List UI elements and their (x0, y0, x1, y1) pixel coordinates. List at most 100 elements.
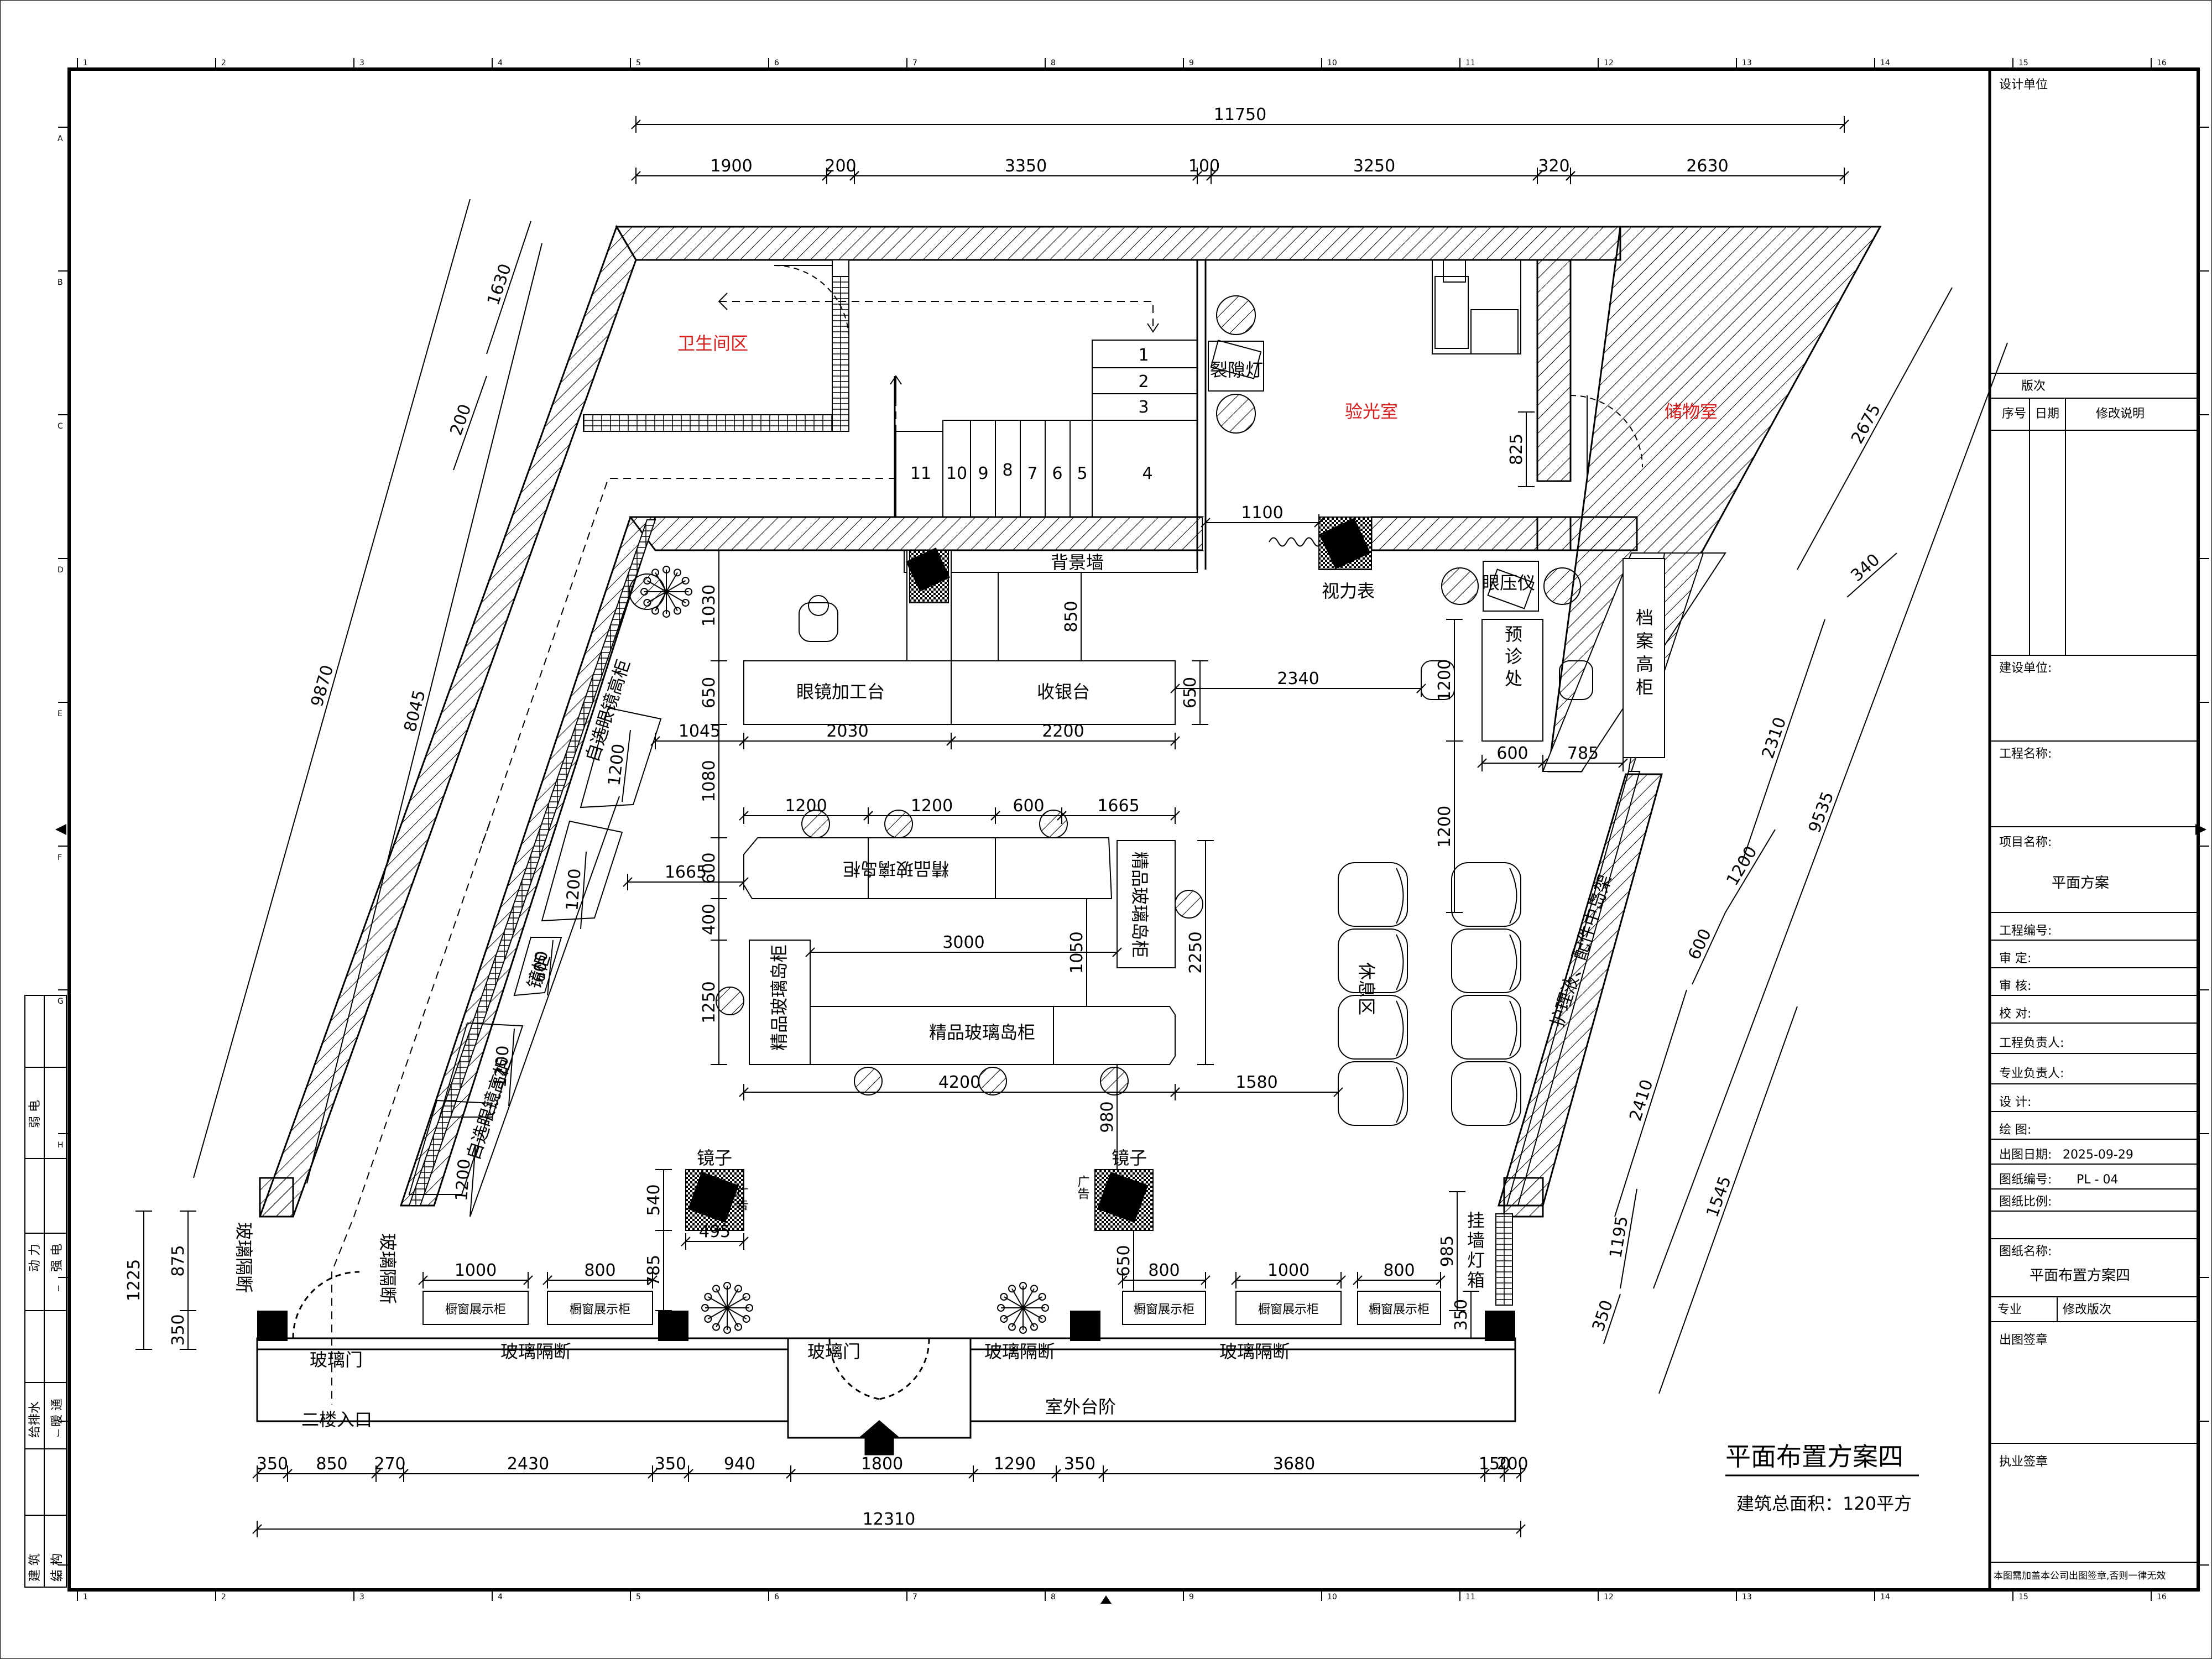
strip-row-4: 给排水 (28, 1401, 42, 1438)
tb-practice-stamp: 执业签章 (1999, 1455, 2048, 1469)
ruler-top-11: 11 (1465, 59, 1475, 67)
window-cabinet-2: 橱窗展示柜 (570, 1303, 630, 1317)
stair-step-1: 1 (1138, 346, 1149, 365)
dim-int-7: 1080 (700, 760, 719, 802)
tb-revised: 修改版次 (2063, 1303, 2111, 1317)
tb-rev-no: 序号 (2002, 407, 2026, 421)
tb-stamp: 出图签章 (1999, 1333, 2048, 1347)
ruler-bottom-9: 9 (1189, 1593, 1194, 1601)
dim-int-42: 1200 (604, 743, 629, 787)
ruler-top-2: 2 (221, 59, 226, 67)
dim-top-seg-1: 200 (825, 156, 856, 176)
dim-bottom-seg-10: 150 (1479, 1454, 1510, 1474)
tb-field-6: 专业负责人: (1999, 1067, 2064, 1081)
vision-chart (1269, 517, 1372, 570)
staircase (718, 293, 1198, 518)
dim-bottom-seg-6: 1800 (861, 1454, 903, 1474)
dim-int-40: 800 (1148, 1261, 1180, 1280)
dim-top-seg-5: 320 (1538, 156, 1569, 176)
optometry-equipment (1208, 259, 1521, 434)
dim-int-5: 2340 (1277, 669, 1319, 688)
ruler-bottom-15: 15 (2018, 1593, 2028, 1601)
stair-step-11: 11 (910, 464, 931, 483)
armchair-0-1 (1338, 928, 1408, 993)
glass-cabinet-label-c: 精品玻璃岛柜 (769, 945, 790, 1051)
armchair-0-3 (1338, 1061, 1408, 1126)
armchair-0-0 (1338, 862, 1408, 927)
inner-frame (67, 67, 2200, 1592)
restroom-door (774, 259, 849, 341)
glass-partition-h3: 玻璃隔断 (1219, 1341, 1290, 1362)
tb-drawing-no-value: PL - 04 (2077, 1173, 2118, 1187)
glass-door-left: 玻璃门 (310, 1349, 363, 1370)
ruler-bottom-16: 16 (2157, 1593, 2167, 1601)
dim-right-2: 9535 (1805, 789, 1838, 836)
left-sign-strip: 弱 电 暖 通 强 电 给排水 动 力 结 构 建 筑 会 签 (24, 995, 67, 1588)
strip-row-2: 暖 通 (50, 1399, 64, 1427)
display-tv-a (906, 547, 950, 592)
ruler-top-8: 8 (1051, 59, 1056, 67)
room-optometry: 验光室 (1345, 401, 1398, 422)
rest-area-chairs (1338, 862, 1521, 1126)
dim-int-31: 985 (1438, 1235, 1457, 1267)
dim-left-3: 1630 (484, 262, 515, 308)
dim-top-seg-6: 2630 (1686, 156, 1728, 176)
dim-right-1: 340 (1847, 550, 1884, 586)
care-island (1506, 771, 1641, 1206)
plant-1 (701, 1282, 753, 1334)
dim-int-29: 785 (644, 1255, 664, 1286)
tb-drawing-no-label: 图纸编号: (1999, 1173, 2052, 1187)
tb-client: 建设单位: (1999, 661, 2052, 675)
stair-numbers: 1 2 3 4 5 6 7 8 9 10 11 (910, 346, 1153, 483)
armchair-1-3 (1451, 1061, 1521, 1126)
dim-int-8: 2030 (826, 722, 868, 741)
plant-0 (640, 566, 692, 618)
dim-int-1: 1030 (700, 585, 719, 627)
stair-step-2: 2 (1138, 372, 1149, 392)
ruler-top-4: 4 (498, 59, 503, 67)
dim-int-41: 800 (1383, 1261, 1415, 1280)
window-cabinet-1: 橱窗展示柜 (445, 1303, 506, 1317)
pre-exam-label: 预诊处 (1502, 625, 1523, 691)
ruler-top-14: 14 (1880, 59, 1890, 67)
dim-int-30: 650 (1114, 1245, 1134, 1276)
columns (257, 1311, 1515, 1341)
strip-row-5: 动 力 (28, 1244, 42, 1272)
ruler-top-13: 13 (1742, 59, 1752, 67)
tb-field-7: 设 计: (1999, 1095, 2031, 1109)
dim-int-14: 1200 (785, 796, 827, 816)
ruler-bottom-5: 5 (636, 1593, 641, 1601)
light-box (1495, 1213, 1513, 1306)
mirror-label-a: 镜子 (697, 1147, 732, 1168)
strip-row-3: 强 电 (50, 1244, 64, 1272)
ruler-left-E: E (58, 709, 62, 718)
walls (258, 225, 1882, 1218)
ruler-bottom-12: 12 (1604, 1593, 1614, 1601)
dim-int-22: 2250 (1186, 931, 1206, 973)
dim-bottom-total: 12310 (863, 1510, 915, 1529)
border-ruler (58, 58, 2209, 1601)
window-cabinet-4: 橱窗展示柜 (1258, 1303, 1319, 1317)
dim-int-9: 2200 (1042, 722, 1084, 741)
dimension-lines (135, 116, 2008, 1537)
glass-cabinet-label-d: 精品玻璃岛柜 (929, 1022, 1035, 1043)
tb-item-value: 平面方案 (2052, 875, 2109, 891)
ruler-left-B: B (58, 278, 63, 287)
stair-step-4: 4 (1142, 464, 1152, 483)
tb-field-4: 校 对: (1999, 1007, 2031, 1021)
strip-row-7: 建 筑 (28, 1553, 42, 1582)
dim-top-seg-0: 1900 (710, 156, 752, 176)
plants (640, 566, 1049, 1334)
cashier-label: 收银台 (1037, 681, 1090, 702)
tb-field-8: 绘 图: (1999, 1123, 2031, 1137)
lens-workbench-label: 眼镜加工台 (796, 681, 885, 702)
tb-major: 专业 (1997, 1303, 2022, 1317)
dim-int-27: 540 (644, 1184, 664, 1215)
glass-island-cabinets (716, 810, 1203, 1095)
tb-item-label: 项目名称: (1999, 836, 2052, 849)
tb-field-2: 审 定: (1999, 952, 2031, 966)
stair-step-6: 6 (1052, 464, 1062, 483)
dim-int-43: 1200 (562, 868, 585, 911)
dim-int-4: 650 (1181, 677, 1200, 708)
